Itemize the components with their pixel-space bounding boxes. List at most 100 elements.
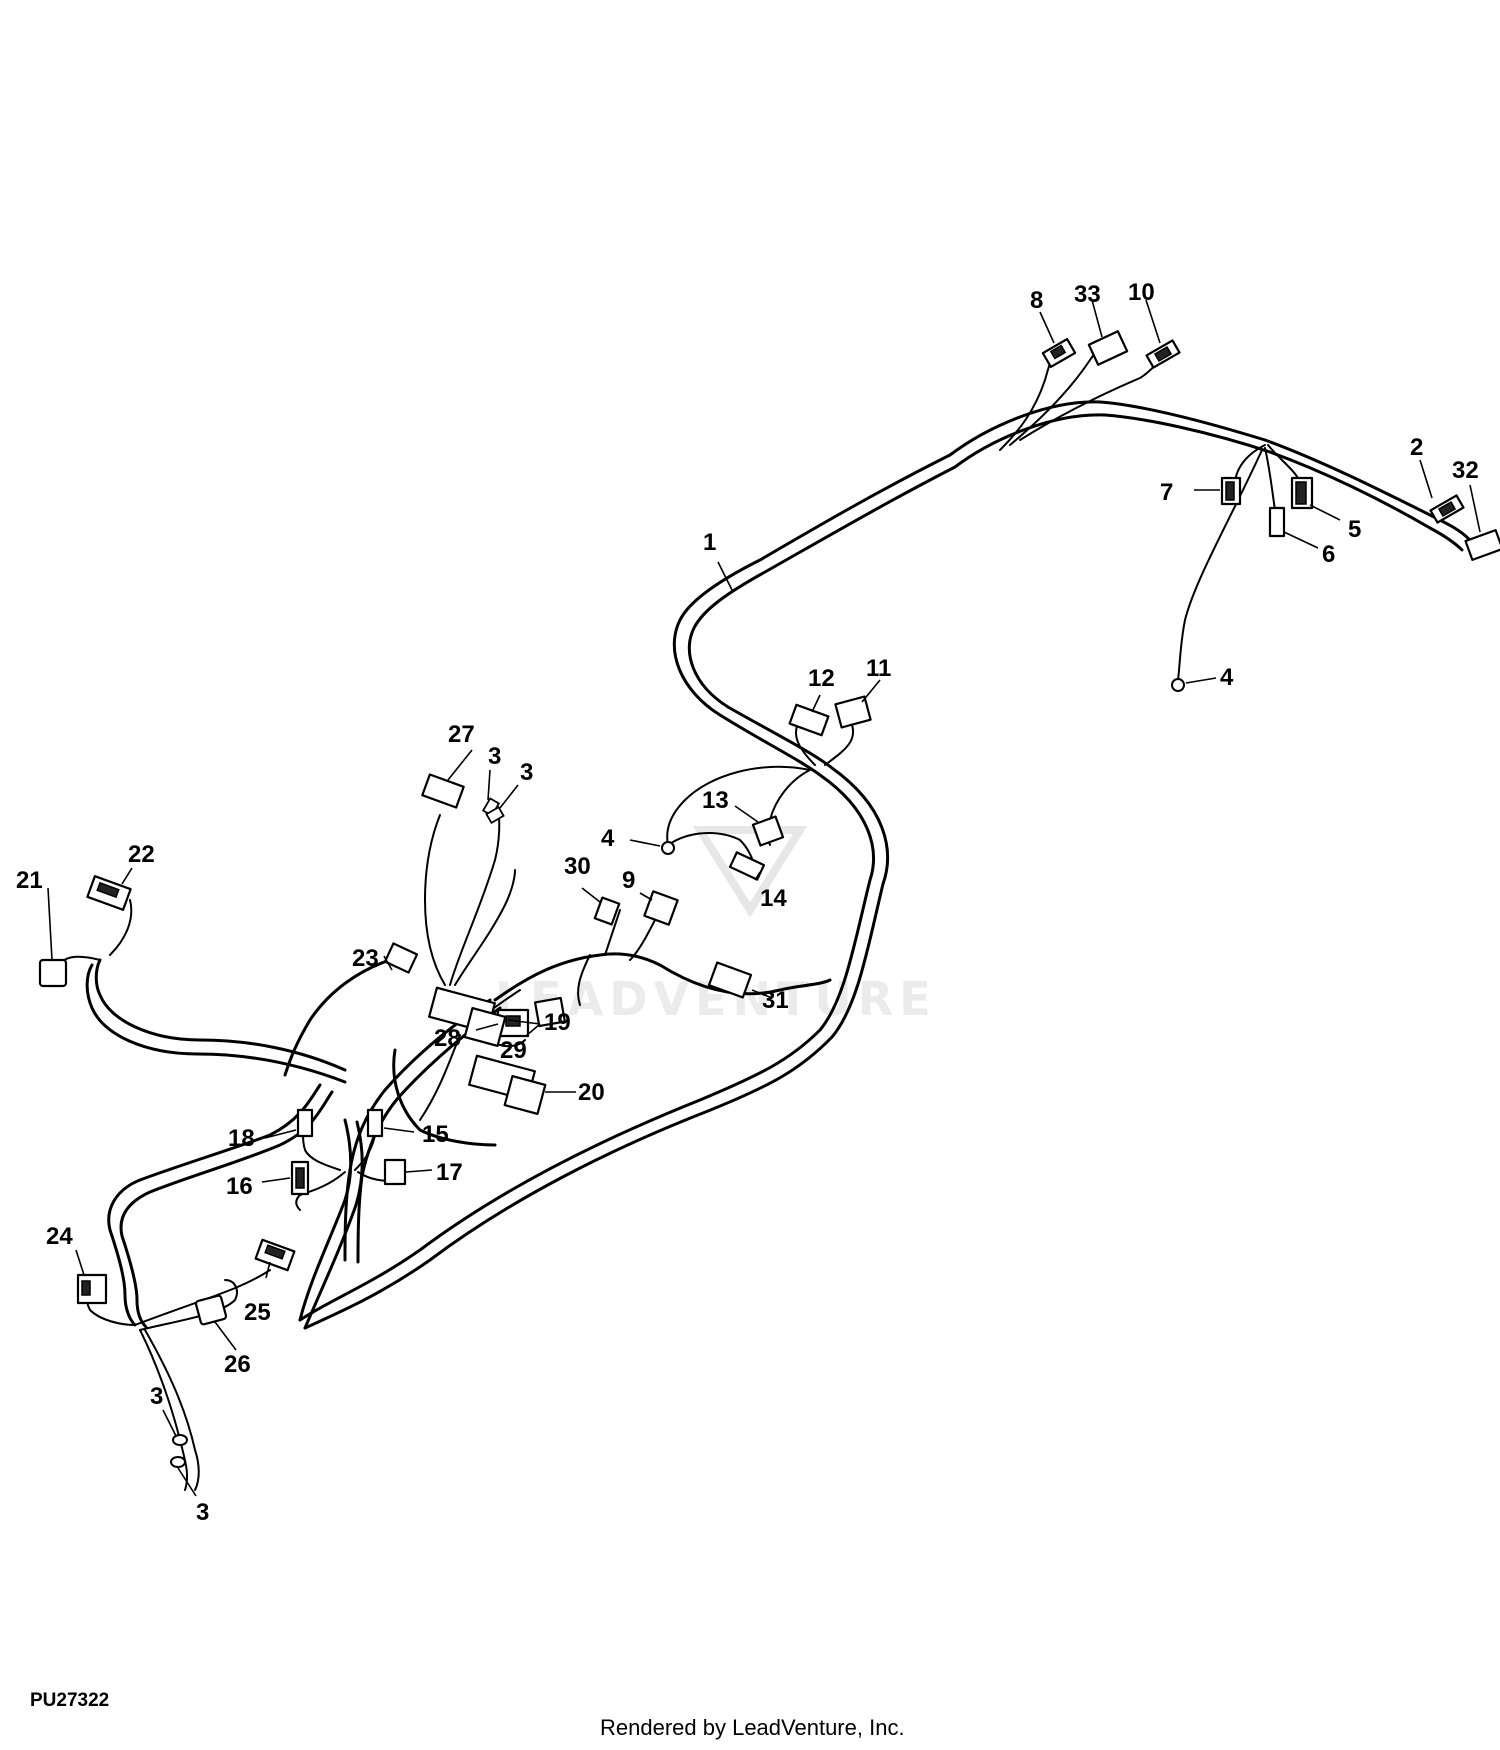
connector-6 bbox=[1268, 506, 1286, 538]
callout-21: 21 bbox=[16, 867, 43, 894]
callout-14: 14 bbox=[760, 885, 787, 912]
callout-3-upper-a: 3 bbox=[488, 743, 501, 770]
leader-19 bbox=[507, 1019, 541, 1025]
branch-29 bbox=[577, 954, 591, 1006]
callout-27: 27 bbox=[448, 721, 475, 748]
branch-down-left-b bbox=[119, 1090, 334, 1329]
ground-terminal-3-c bbox=[172, 1434, 188, 1446]
ground-terminal-3-b bbox=[485, 805, 505, 825]
branch-2-32-b bbox=[1268, 450, 1464, 552]
leader-1 bbox=[717, 561, 733, 591]
ground-terminal-4-right bbox=[1171, 678, 1185, 692]
connector-32 bbox=[1464, 529, 1500, 561]
leader-22 bbox=[121, 867, 133, 885]
leader-21 bbox=[47, 887, 53, 961]
callout-9: 9 bbox=[622, 867, 635, 894]
callout-19: 19 bbox=[544, 1009, 571, 1036]
callout-17: 17 bbox=[436, 1159, 463, 1186]
leader-lines bbox=[47, 299, 1481, 1497]
callout-26: 26 bbox=[224, 1351, 251, 1378]
branch-19 bbox=[419, 1034, 461, 1121]
leader-14 bbox=[754, 871, 761, 881]
callout-29: 29 bbox=[500, 1037, 527, 1064]
connectors bbox=[38, 330, 1500, 1468]
callout-25: 25 bbox=[244, 1299, 271, 1326]
leader-31 bbox=[751, 989, 773, 999]
callout-23: 23 bbox=[352, 945, 379, 972]
branch-15 bbox=[354, 1134, 376, 1171]
leader-4-right bbox=[1185, 677, 1217, 684]
leader-4-center bbox=[629, 839, 661, 847]
watermark: LEADVENTURE bbox=[495, 826, 931, 1026]
leader-3-lower-a bbox=[162, 1409, 177, 1437]
callout-11: 11 bbox=[866, 655, 891, 682]
branch-23 bbox=[283, 958, 392, 1077]
leader-9 bbox=[639, 892, 653, 901]
callout-10: 10 bbox=[1128, 279, 1155, 306]
leader-30 bbox=[581, 887, 601, 903]
leader-33 bbox=[1091, 299, 1103, 338]
connector-22 bbox=[86, 875, 132, 911]
connector-15 bbox=[366, 1108, 384, 1138]
callout-2: 2 bbox=[1410, 434, 1423, 461]
callout-1: 1 bbox=[703, 529, 716, 556]
connector-26 bbox=[194, 1294, 228, 1326]
branch-30 bbox=[604, 909, 621, 956]
leader-28 bbox=[475, 1023, 499, 1031]
branch-22 bbox=[109, 899, 133, 956]
callout-4-center: 4 bbox=[601, 825, 615, 852]
trunk-upper-b bbox=[303, 413, 1272, 1330]
leader-27 bbox=[447, 749, 473, 781]
leader-12 bbox=[811, 694, 821, 713]
leader-2 bbox=[1419, 459, 1433, 499]
callout-31: 31 bbox=[762, 987, 789, 1014]
leader-17 bbox=[405, 1169, 433, 1173]
leader-13 bbox=[734, 805, 759, 823]
branch-3-lower-b bbox=[144, 1329, 200, 1491]
callout-13: 13 bbox=[702, 787, 729, 814]
callout-5: 5 bbox=[1348, 516, 1361, 543]
callout-24: 24 bbox=[46, 1223, 73, 1250]
callout-30: 30 bbox=[564, 853, 591, 880]
callout-15: 15 bbox=[422, 1121, 449, 1148]
callout-12: 12 bbox=[808, 665, 835, 692]
leader-3-upper-a bbox=[487, 769, 491, 801]
callout-labels: 1 2 32 8 33 10 7 5 6 4 12 11 13 14 4 27 … bbox=[16, 279, 1479, 1526]
leader-25 bbox=[265, 1261, 271, 1279]
callout-22: 22 bbox=[128, 841, 155, 868]
connector-31 bbox=[707, 961, 753, 999]
connector-7 bbox=[1220, 476, 1242, 506]
leader-11 bbox=[861, 679, 881, 703]
callout-6: 6 bbox=[1322, 541, 1335, 568]
branch-ground-4-right bbox=[1177, 449, 1263, 681]
ground-terminal-3-d bbox=[170, 1456, 186, 1468]
leader-24 bbox=[75, 1249, 85, 1276]
leader-32 bbox=[1469, 484, 1481, 533]
connector-16 bbox=[290, 1160, 310, 1196]
left-stem bbox=[343, 998, 492, 1262]
connector-14 bbox=[728, 851, 766, 881]
connector-5 bbox=[1290, 476, 1314, 510]
callout-28: 28 bbox=[434, 1025, 461, 1052]
callout-16: 16 bbox=[226, 1173, 253, 1200]
figure-id: PU27322 bbox=[30, 1690, 110, 1711]
leader-15 bbox=[383, 1127, 415, 1133]
connector-9 bbox=[643, 890, 679, 926]
branch-21-22-b bbox=[85, 963, 347, 1084]
connector-27 bbox=[421, 773, 465, 809]
leader-18 bbox=[264, 1129, 297, 1139]
connector-24 bbox=[76, 1273, 108, 1305]
callout-18: 18 bbox=[228, 1125, 255, 1152]
leader-29 bbox=[525, 1023, 541, 1037]
branch-21-22 bbox=[94, 958, 347, 1072]
connector-17 bbox=[383, 1158, 407, 1186]
ground-terminal-4-center bbox=[661, 841, 675, 855]
callout-4-right: 4 bbox=[1220, 664, 1234, 691]
leader-16 bbox=[261, 1177, 291, 1183]
leader-5 bbox=[1309, 504, 1341, 521]
connector-25 bbox=[254, 1238, 296, 1272]
callout-3-lower-b: 3 bbox=[196, 1499, 209, 1526]
callout-3-upper-b: 3 bbox=[520, 759, 533, 786]
trunk-upper bbox=[298, 400, 1267, 1322]
